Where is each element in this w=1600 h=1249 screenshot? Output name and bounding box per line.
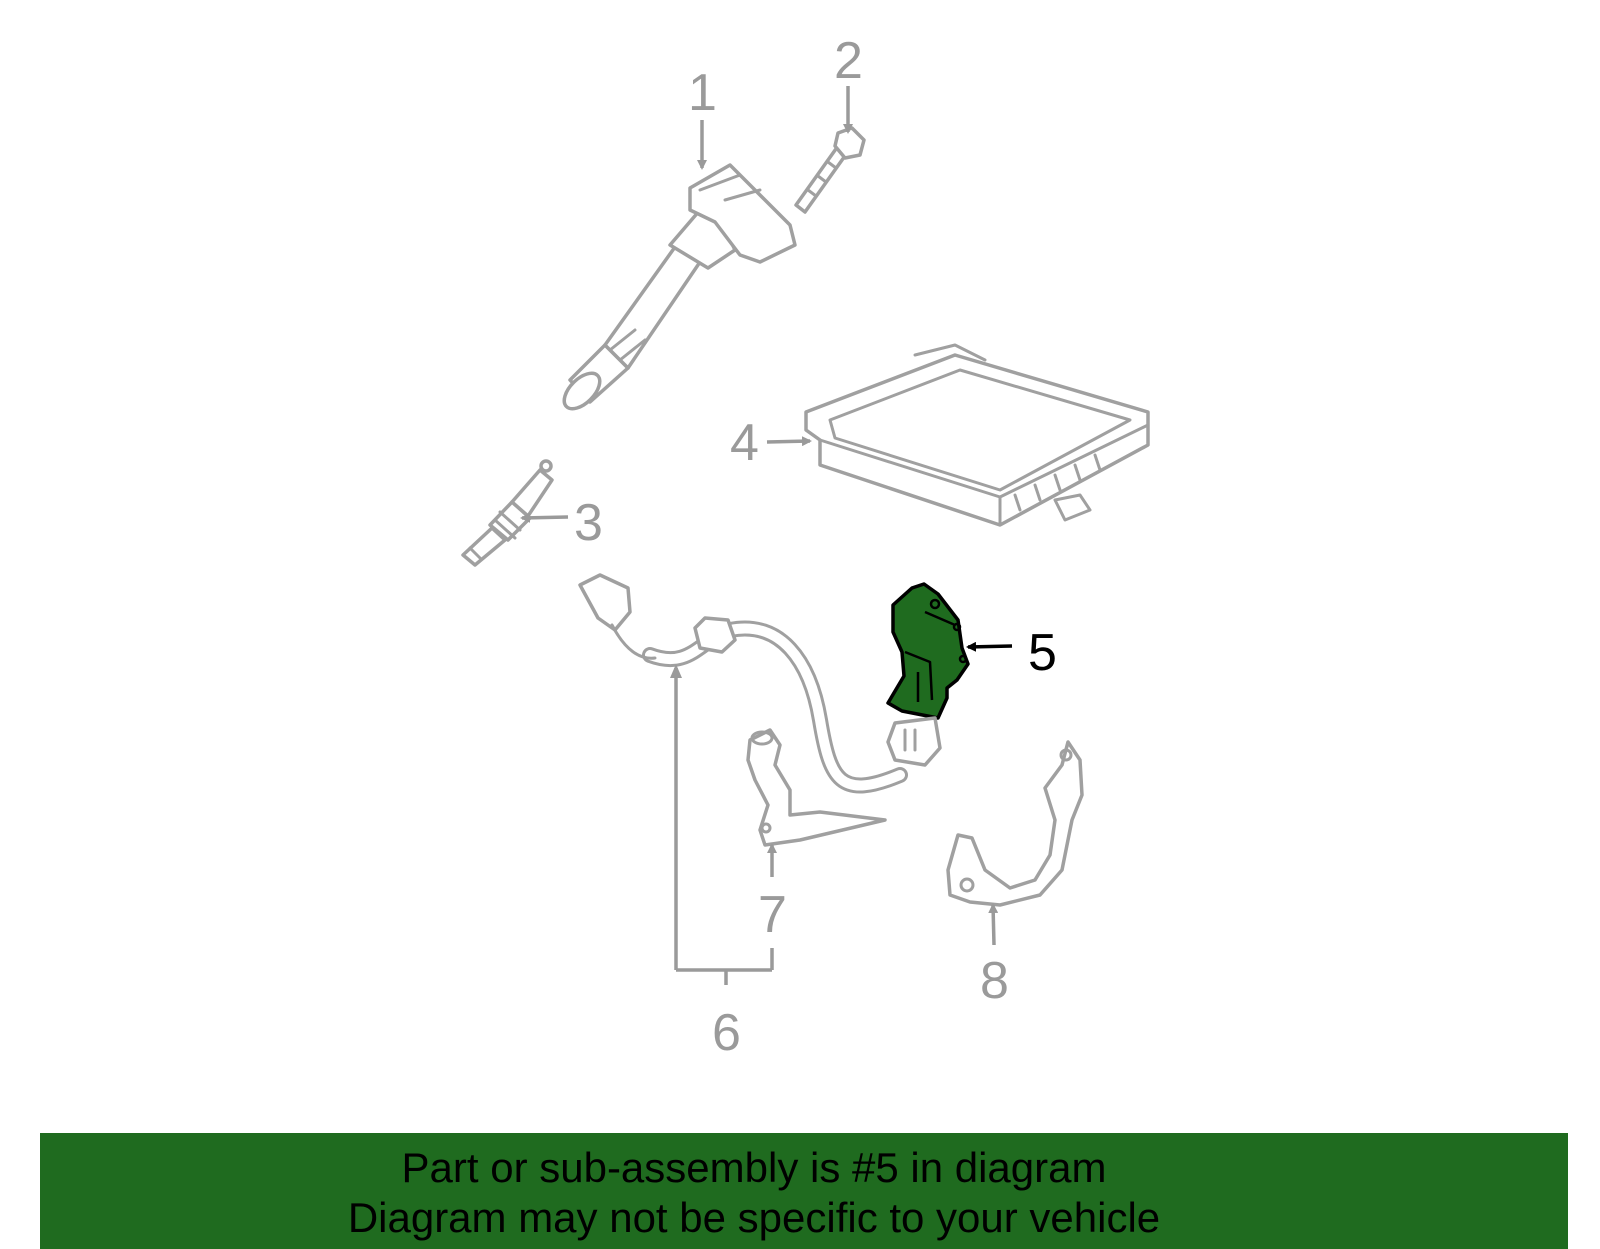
leader-5 [966,641,1013,652]
leader-6 [674,668,774,985]
bolt-part[interactable] [794,126,866,214]
footer-line-2: Diagram may not be specific to your vehi… [347,1194,1161,1241]
callout-1: 1 [688,64,717,122]
callout-4: 4 [730,414,759,472]
callout-6: 6 [712,1004,741,1062]
spark-plug-part[interactable] [461,459,554,567]
callout-7: 7 [758,886,787,944]
leader-8 [988,903,999,946]
leader-3 [520,512,569,523]
callout-2: 2 [834,32,863,90]
callout-5: 5 [1028,624,1057,682]
bracket-7-part[interactable] [746,728,887,847]
footer-banner: Part or sub-assembly is #5 in diagram Di… [40,1133,1568,1249]
callout-3: 3 [574,494,603,552]
callout-8: 8 [980,952,1009,1010]
ecu-part[interactable] [804,343,1150,527]
leader-6-arrowhead [670,664,682,678]
bracket-8-part[interactable] [946,740,1084,907]
wiring-harness-part[interactable] [578,573,942,794]
leader-4 [766,436,812,447]
footer-line-1: Part or sub-assembly is #5 in diagram [401,1144,1107,1191]
ignition-coil-part[interactable] [558,163,797,415]
sensor-part-highlighted[interactable] [886,582,970,720]
